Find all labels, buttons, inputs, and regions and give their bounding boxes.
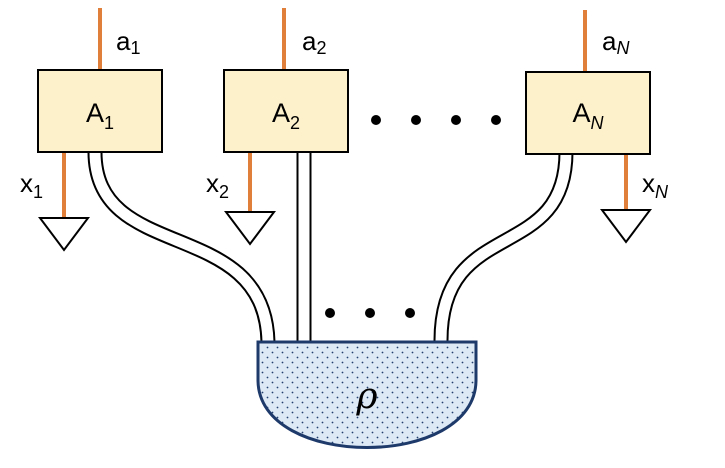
input-label-2: x2 (206, 168, 229, 202)
party-box-n (525, 71, 651, 155)
output-label-1: a1 (116, 26, 140, 58)
output-label-n: aN (602, 26, 630, 58)
triangle-down-icon (224, 211, 276, 246)
input-label-n: xN (642, 168, 669, 202)
party-label-2: A2 (272, 98, 300, 133)
output-wires (98, 8, 587, 72)
party-label-n: AN (572, 98, 604, 133)
ellipsis-dot (491, 115, 501, 125)
ellipsis-dot (451, 115, 461, 125)
party-box-2 (223, 69, 349, 153)
dots-ellipsis-icon (371, 115, 501, 125)
party-label-1: A1 (86, 98, 114, 133)
input-wires (38, 152, 652, 252)
input-label-1: x1 (20, 168, 43, 202)
ellipsis-dot (411, 115, 421, 125)
ellipsis-dot (405, 308, 415, 318)
source-label: ρ (355, 376, 377, 417)
party-boxes (37, 69, 651, 155)
source-bowl (256, 340, 478, 449)
ellipsis-dot (365, 308, 375, 318)
source: ρ (256, 340, 478, 449)
ellipsis-dot (371, 115, 381, 125)
triangle-down-icon (600, 209, 652, 244)
channels (87, 151, 574, 343)
triangle-down-icon (38, 217, 90, 252)
output-label-2: a2 (302, 26, 326, 58)
channel-n-inner (435, 151, 572, 343)
dots-ellipsis-icon (325, 308, 415, 318)
ellipsis-dot (325, 308, 335, 318)
party-box-1 (37, 69, 163, 153)
channel-1-inner (89, 151, 274, 343)
